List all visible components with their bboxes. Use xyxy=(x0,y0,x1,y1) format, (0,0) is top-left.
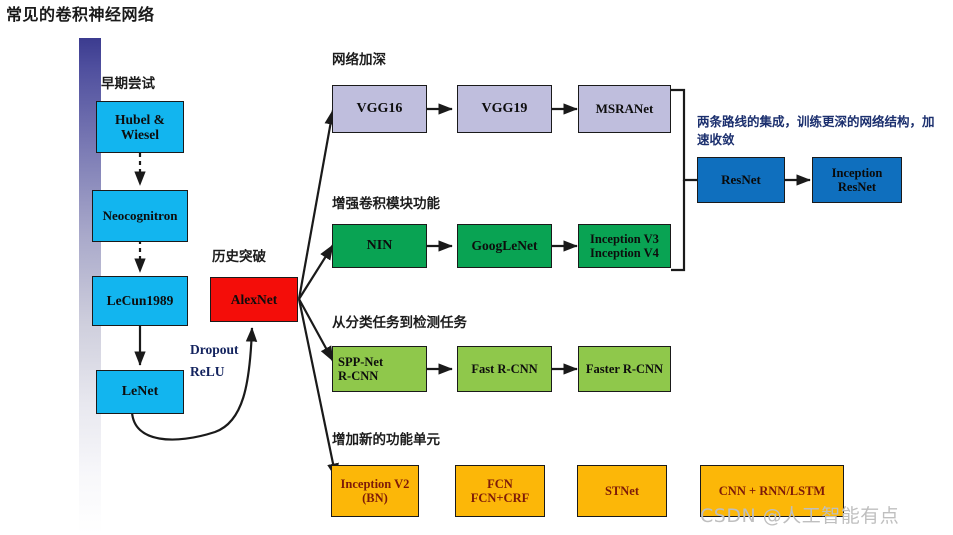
caption-new-functional-units: 增加新的功能单元 xyxy=(332,432,440,448)
node-faster-rcnn[interactable]: Faster R-CNN xyxy=(578,346,671,392)
node-inception-v4-label: Inception V4 xyxy=(590,246,659,260)
annotation-dropout: Dropout xyxy=(190,342,239,357)
wire-bracket-to-resnet xyxy=(671,88,697,272)
node-googlenet-label: GoogLeNet xyxy=(471,238,538,254)
node-resnet[interactable]: ResNet xyxy=(697,157,785,203)
node-hubel-wiesel-line2: Wiesel xyxy=(120,127,159,142)
node-vgg16[interactable]: VGG16 xyxy=(332,85,427,133)
node-cnn-rnn-lstm-label: CNN + RNN/LSTM xyxy=(718,484,826,498)
node-inception-resnet-line1: Inception xyxy=(831,166,883,180)
node-hubel-wiesel-line1: Hubel & xyxy=(115,111,165,127)
node-inception-resnet-line2: ResNet xyxy=(837,180,877,194)
caption-enhance-conv-module: 增强卷积模块功能 xyxy=(332,196,440,212)
node-fcn-crf-label: FCN+CRF xyxy=(470,491,530,505)
node-hubel-wiesel[interactable]: Hubel & Wiesel xyxy=(96,101,184,153)
annotation-relu: ReLU xyxy=(190,364,225,379)
node-neocognitron[interactable]: Neocognitron xyxy=(92,190,188,242)
caption-deeper-network: 网络加深 xyxy=(332,52,386,68)
node-sppnet-rcnn[interactable]: SPP-Net R-CNN xyxy=(332,346,427,392)
node-msranet[interactable]: MSRANet xyxy=(578,85,671,133)
page-title: 常见的卷积神经网络 xyxy=(6,5,155,24)
caption-classification-to-detection: 从分类任务到检测任务 xyxy=(332,315,467,331)
node-lenet-label: LeNet xyxy=(121,384,159,400)
node-vgg19-label: VGG19 xyxy=(481,101,528,117)
timeline-gradient-bar xyxy=(79,38,101,533)
node-rcnn-label: R-CNN xyxy=(338,369,379,383)
node-msranet-label: MSRANet xyxy=(595,100,654,116)
wire-alexnet-fanout xyxy=(297,109,339,479)
node-fcn-label: FCN xyxy=(487,477,513,491)
node-inception-v2-bn[interactable]: Inception V2 (BN) xyxy=(331,465,419,517)
node-fast-rcnn[interactable]: Fast R-CNN xyxy=(457,346,552,392)
node-lecun1989-label: LeCun1989 xyxy=(106,293,174,309)
node-lenet[interactable]: LeNet xyxy=(96,370,184,414)
csdn-watermark: CSDN @人工智能有点 xyxy=(700,505,900,527)
node-alexnet-label: AlexNet xyxy=(230,291,278,307)
node-neocognitron-label: Neocognitron xyxy=(102,207,178,223)
node-resnet-label: ResNet xyxy=(721,171,761,187)
node-lecun1989[interactable]: LeCun1989 xyxy=(92,276,188,326)
node-nin-label: NIN xyxy=(366,238,393,254)
node-alexnet[interactable]: AlexNet xyxy=(210,277,298,322)
node-inception-v3-label: Inception V3 xyxy=(590,232,659,246)
caption-historic-breakthrough: 历史突破 xyxy=(212,249,266,265)
node-inception-v2-bn-label: (BN) xyxy=(362,491,388,505)
annotation-resnet-note: 两条路线的集成，训练更深的网络结构，加速收敛 xyxy=(697,114,935,147)
node-inception-v3-v4[interactable]: Inception V3 Inception V4 xyxy=(578,224,671,268)
node-googlenet[interactable]: GoogLeNet xyxy=(457,224,552,268)
node-stnet-label: STNet xyxy=(604,484,640,498)
node-fast-rcnn-label: Fast R-CNN xyxy=(471,362,538,376)
node-vgg16-label: VGG16 xyxy=(356,101,403,117)
caption-early-attempts: 早期尝试 xyxy=(101,76,155,92)
node-inception-resnet[interactable]: Inception ResNet xyxy=(812,157,902,203)
node-cnn-rnn-lstm[interactable]: CNN + RNN/LSTM xyxy=(700,465,844,517)
node-faster-rcnn-label: Faster R-CNN xyxy=(585,362,664,376)
node-vgg19[interactable]: VGG19 xyxy=(457,85,552,133)
node-sppnet-label: SPP-Net xyxy=(338,355,384,369)
node-inception-v2-label: Inception V2 xyxy=(340,477,410,491)
node-stnet[interactable]: STNet xyxy=(577,465,667,517)
node-nin[interactable]: NIN xyxy=(332,224,427,268)
node-fcn[interactable]: FCN FCN+CRF xyxy=(455,465,545,517)
